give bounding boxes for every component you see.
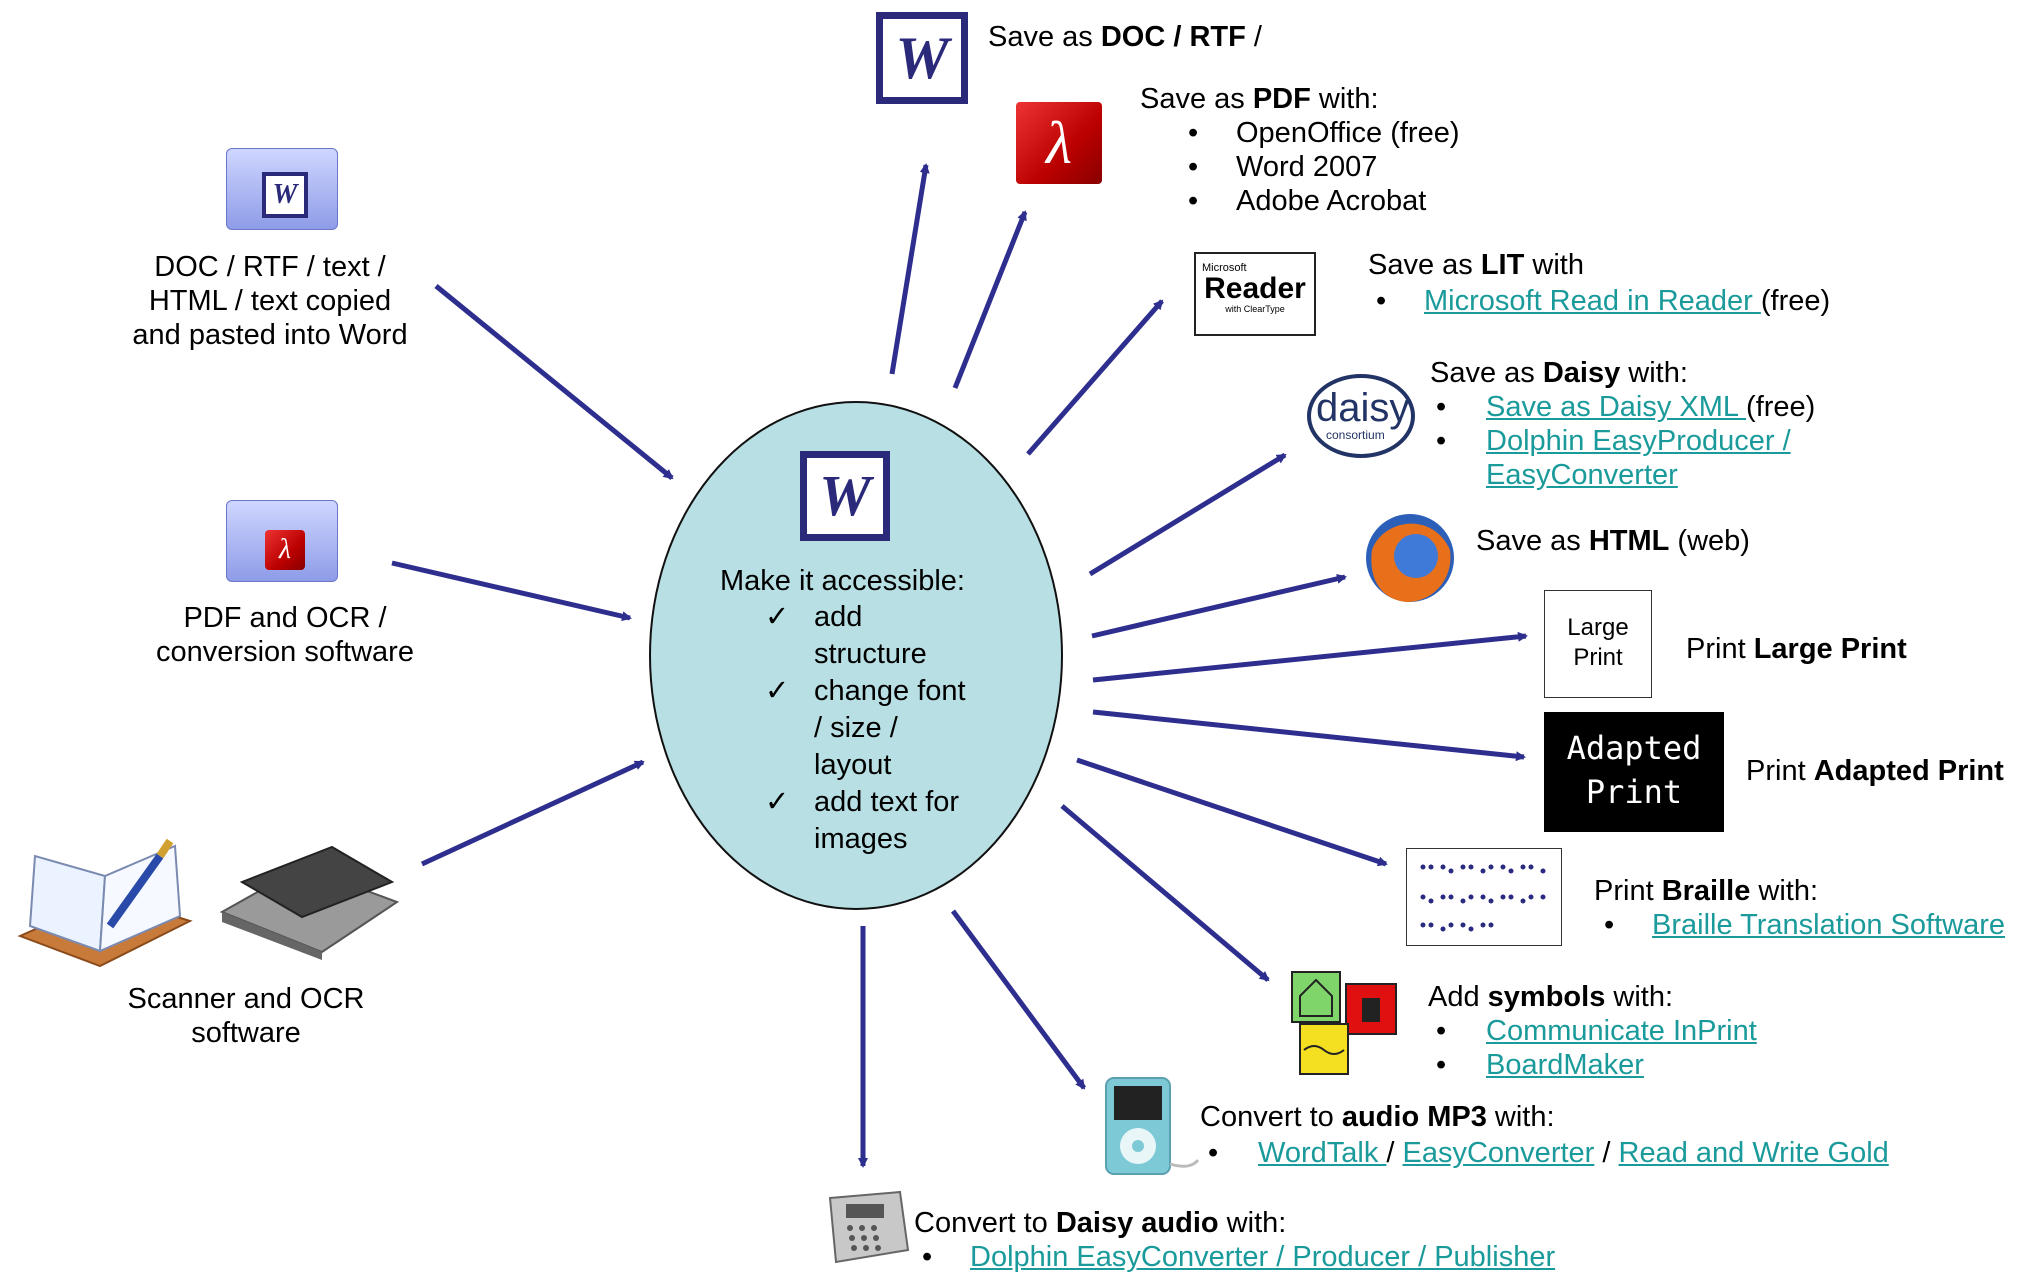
- mp3-output: Convert to audio MP3 with:: [1200, 1101, 1555, 1133]
- daisy-player-icon: [828, 1190, 910, 1264]
- check-mark: ✓: [765, 675, 790, 707]
- bullet: •: [1436, 425, 1447, 457]
- pdf-icon: λ: [1016, 102, 1102, 184]
- doc-input-line3: and pasted into Word: [132, 319, 408, 351]
- pdf-input-line1: PDF and OCR /: [183, 602, 387, 634]
- center-item-3b: images: [814, 823, 908, 855]
- lit-output: Save as LIT with: [1368, 249, 1584, 281]
- symbols-output: Add symbols with:: [1428, 981, 1674, 1013]
- adapted-print-box: Adapted Print: [1544, 712, 1724, 832]
- doc-input-line2: HTML / text copied: [148, 285, 392, 317]
- arrow-adapted-output: [1092, 709, 1526, 762]
- daisy-audio-output: Convert to Daisy audio with:: [914, 1207, 1287, 1239]
- check-mark: ✓: [765, 601, 790, 633]
- bullet: •: [922, 1241, 933, 1273]
- braille-output: Print Braille with:: [1594, 875, 1819, 907]
- firefox-icon: [1366, 514, 1454, 602]
- arrow-doc-input: [434, 284, 674, 480]
- pdf-input-line2: conversion software: [156, 636, 414, 668]
- symbols-icon: [1291, 971, 1397, 1075]
- bullet: •: [1436, 1049, 1447, 1081]
- scanner-line1: Scanner and OCR: [127, 983, 365, 1015]
- arrow-symbols-output: [1060, 804, 1270, 982]
- center-item-1b: structure: [814, 638, 927, 670]
- bullet: •: [1208, 1137, 1219, 1169]
- arrow-mp3-output: [950, 909, 1087, 1090]
- arrow-html-output: [1091, 573, 1347, 639]
- read-and-write-gold-link[interactable]: Read and Write Gold: [1618, 1137, 1889, 1169]
- ms-read-in-reader-link[interactable]: Microsoft Read in Reader: [1424, 285, 1761, 317]
- arrow-braille-output: [1076, 757, 1388, 867]
- arrow-scanner-input: [420, 759, 645, 867]
- arrow-pdf-output: [952, 210, 1028, 389]
- arrow-daisy-output: [1088, 452, 1287, 577]
- center-title: Make it accessible:: [720, 565, 965, 597]
- pdf-item-3: Adobe Acrobat: [1236, 185, 1427, 217]
- braille-sample-icon: [1406, 848, 1562, 946]
- word-icon: W: [262, 172, 308, 218]
- center-item-2b: / size /: [814, 712, 898, 744]
- boardmaker-link[interactable]: BoardMaker: [1486, 1049, 1644, 1081]
- daisy-link-row1: Save as Daisy XML (free): [1486, 391, 1816, 423]
- center-item-3a: add text for: [814, 786, 960, 818]
- bullet: •: [1436, 1015, 1447, 1047]
- easyconverter-link[interactable]: EasyConverter: [1402, 1137, 1595, 1169]
- arrow-group: [391, 163, 1528, 1168]
- pdf-output: Save as PDF with:: [1140, 83, 1379, 115]
- doc-output: Save as DOC / RTF /: [988, 21, 1262, 53]
- scanner-line2: software: [191, 1017, 301, 1049]
- mp3-links-row: WordTalk / EasyConverter / Read and Writ…: [1258, 1137, 1889, 1169]
- bullet: •: [1188, 151, 1199, 183]
- braille-dots: [1420, 864, 1546, 932]
- bullet: •: [1188, 185, 1199, 217]
- center-item-2a: change font: [814, 675, 966, 707]
- daisy-output: Save as Daisy with:: [1430, 357, 1688, 389]
- word-icon: W: [876, 12, 968, 104]
- bullet: •: [1376, 285, 1387, 317]
- large-print-output: Print Large Print: [1686, 633, 1907, 665]
- lit-link-row: Microsoft Read in Reader (free): [1424, 285, 1831, 317]
- bullet: •: [1188, 117, 1199, 149]
- arrow-lit-output: [1026, 299, 1164, 456]
- braille-translation-link[interactable]: Braille Translation Software: [1652, 909, 2005, 941]
- communicate-inprint-link[interactable]: Communicate InPrint: [1486, 1015, 1757, 1047]
- html-output: Save as HTML (web): [1476, 525, 1750, 557]
- large-print-box: Large Print: [1544, 590, 1652, 698]
- word-icon: W: [800, 451, 890, 541]
- pdf-item-1: OpenOffice (free): [1236, 117, 1460, 149]
- daisy-logo-sub: consortium: [1326, 428, 1385, 442]
- pdf-item-2: Word 2007: [1236, 151, 1378, 183]
- check-mark: ✓: [765, 786, 790, 818]
- bullet: •: [1436, 391, 1447, 423]
- center-item-2c: layout: [814, 749, 892, 781]
- scanner-icon: [219, 845, 400, 960]
- daisy-logo: [1307, 374, 1415, 458]
- doc-input-line1: DOC / RTF / text /: [154, 251, 386, 283]
- ms-reader-logo: Microsoft Reader with ClearType: [1194, 252, 1316, 336]
- book-icon: [17, 838, 193, 968]
- wordtalk-link[interactable]: WordTalk: [1258, 1137, 1387, 1169]
- daisy-logo-text: daisy: [1316, 386, 1410, 430]
- center-item-1a: add: [814, 601, 863, 633]
- arrow-doc-output: [889, 163, 930, 375]
- bullet: •: [1604, 909, 1615, 941]
- pdf-icon: λ: [265, 530, 305, 570]
- dolphin-easyconverter-link[interactable]: Dolphin EasyConverter / Producer / Publi…: [970, 1241, 1556, 1273]
- arrow-large-output: [1092, 631, 1528, 683]
- easyconverter-link[interactable]: EasyConverter: [1486, 459, 1678, 491]
- save-as-daisy-xml-link[interactable]: Save as Daisy XML: [1486, 391, 1747, 423]
- arrow-pdf-input: [391, 560, 632, 622]
- dolphin-easyproducer-link[interactable]: Dolphin EasyProducer /: [1486, 425, 1791, 457]
- adapted-print-output: Print Adapted Print: [1746, 755, 2004, 787]
- mp3-player-icon: [1105, 1077, 1200, 1175]
